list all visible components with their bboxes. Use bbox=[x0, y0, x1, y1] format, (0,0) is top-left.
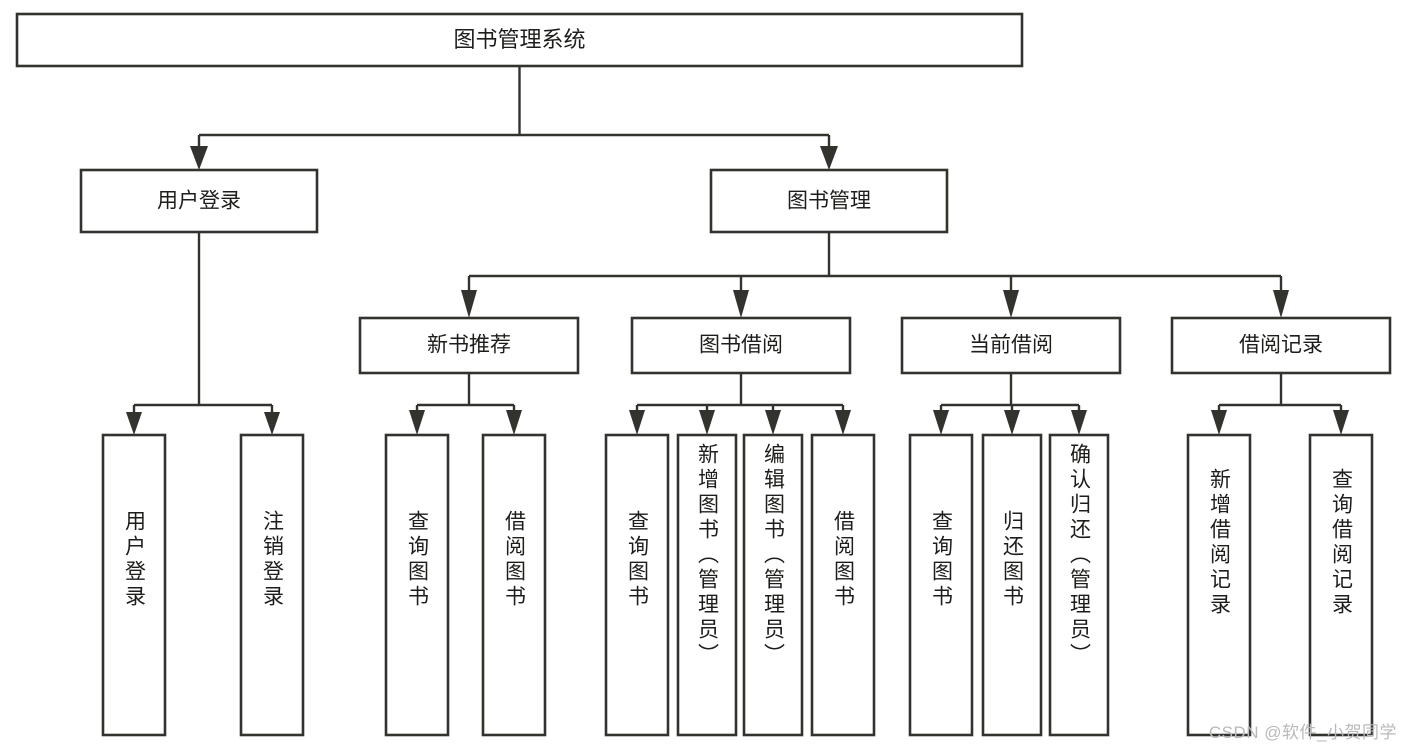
node-borrow-record-label: 借阅记录 bbox=[1239, 334, 1323, 357]
arrow-head-leaf-borrow-book-nbr bbox=[506, 410, 522, 435]
node-root-label: 图书管理系统 bbox=[453, 27, 585, 52]
node-new-book-recommend-box[interactable] bbox=[358, 316, 580, 375]
connector-group bbox=[126, 66, 1349, 435]
node-book-borrow-box[interactable] bbox=[630, 316, 852, 375]
node-book-manage[interactable]: 图书管理 bbox=[709, 168, 949, 234]
node-leaf-add-record-box[interactable] bbox=[1186, 433, 1252, 737]
node-leaf-edit-book-box[interactable] bbox=[742, 433, 804, 737]
node-book-manage-box[interactable] bbox=[709, 168, 949, 234]
arrow-head-leaf-edit-book bbox=[765, 410, 781, 435]
arrow-head-leaf-add-record bbox=[1211, 410, 1227, 435]
arrow-head-leaf-logout bbox=[264, 412, 280, 435]
arrow-head-leaf-query-book-nbr bbox=[409, 410, 425, 435]
arrow-head-leaf-add-book bbox=[699, 410, 715, 435]
node-leaf-return-book-box[interactable] bbox=[981, 433, 1043, 737]
arrow-head-user-login bbox=[190, 146, 208, 170]
arrow-head-book-borrow bbox=[733, 290, 749, 318]
node-leaf-query-book-bb-box[interactable] bbox=[604, 433, 670, 737]
arrow-head-current-borrow bbox=[1003, 290, 1019, 318]
node-new-book-recommend-label: 新书推荐 bbox=[427, 334, 511, 357]
node-root-box[interactable] bbox=[15, 12, 1024, 68]
node-current-borrow-label: 当前借阅 bbox=[969, 334, 1053, 357]
node-leaf-logout-box[interactable] bbox=[239, 433, 305, 737]
arrow-head-leaf-query-book-cb bbox=[933, 410, 949, 435]
arrow-head-leaf-user-login bbox=[126, 412, 142, 435]
node-book-borrow[interactable]: 图书借阅 bbox=[630, 316, 852, 375]
node-user-login-label: 用户登录 bbox=[157, 190, 241, 213]
node-borrow-record[interactable]: 借阅记录 bbox=[1170, 316, 1392, 375]
node-leaf-query-book-nbr-box[interactable] bbox=[384, 433, 450, 737]
node-leaf-query-record-box[interactable] bbox=[1308, 433, 1374, 737]
arrow-head-leaf-query-book-bb bbox=[629, 410, 645, 435]
node-user-login[interactable]: 用户登录 bbox=[79, 168, 319, 234]
arrow-head-leaf-return-book bbox=[1004, 410, 1020, 435]
node-book-manage-label: 图书管理 bbox=[787, 190, 871, 213]
arrow-head-borrow-record bbox=[1273, 290, 1289, 318]
node-leaf-borrow-book-nbr-box[interactable] bbox=[481, 433, 547, 737]
arrow-head-new-book-recommend bbox=[461, 290, 477, 318]
node-new-book-recommend[interactable]: 新书推荐 bbox=[358, 316, 580, 375]
node-borrow-record-box[interactable] bbox=[1170, 316, 1392, 375]
node-current-borrow[interactable]: 当前借阅 bbox=[900, 316, 1122, 375]
node-leaf-user-login-box[interactable] bbox=[101, 433, 167, 737]
csdn-watermark: CSDN @软件_小贺同学 bbox=[1208, 723, 1397, 742]
node-leaf-query-book-cb-box[interactable] bbox=[908, 433, 974, 737]
node-user-login-box[interactable] bbox=[79, 168, 319, 234]
node-leaf-confirm-return-box[interactable] bbox=[1048, 433, 1110, 737]
node-book-borrow-label: 图书借阅 bbox=[699, 334, 783, 357]
leaf-boxes-group bbox=[101, 433, 1374, 737]
node-leaf-borrow-book-bb-box[interactable] bbox=[810, 433, 876, 737]
node-root[interactable]: 图书管理系统 bbox=[15, 12, 1024, 68]
node-current-borrow-box[interactable] bbox=[900, 316, 1122, 375]
arrow-head-book-manage bbox=[820, 146, 838, 170]
arrow-head-leaf-query-record bbox=[1333, 410, 1349, 435]
arrow-head-leaf-borrow-book-bb bbox=[835, 410, 851, 435]
node-leaf-add-book-box[interactable] bbox=[676, 433, 738, 737]
arrow-head-leaf-confirm-return bbox=[1071, 410, 1087, 435]
